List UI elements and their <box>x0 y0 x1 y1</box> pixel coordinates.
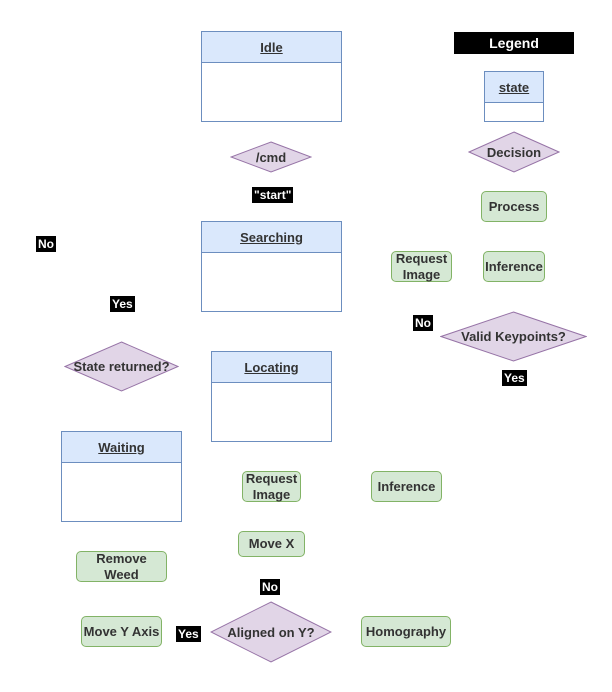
state-locating: Locating <box>211 351 332 442</box>
decision-aligned-y-label: Aligned on Y? <box>227 624 315 640</box>
state-idle: Idle <box>201 31 342 122</box>
process-request-image: Request Image <box>242 471 301 502</box>
state-waiting: Waiting <box>61 431 182 522</box>
decision-cmd-label: /cmd <box>255 149 287 165</box>
decision-state-returned-shape <box>64 341 179 392</box>
legend-state-title: state <box>485 72 543 103</box>
legend-state: state <box>484 71 544 122</box>
decision-aligned-y-shape <box>210 601 332 663</box>
legend-request-image: Request Image <box>391 251 452 282</box>
legend-inference: Inference <box>483 251 545 282</box>
legend-process: Process <box>481 191 547 222</box>
label-yes-aligned: Yes <box>176 626 201 642</box>
state-waiting-title: Waiting <box>62 432 181 463</box>
legend-valid-keypoints-label: Valid Keypoints? <box>461 329 566 344</box>
decision-state-returned-label: State returned? <box>73 359 170 374</box>
state-locating-title: Locating <box>212 352 331 383</box>
legend-label-yes: Yes <box>502 370 527 386</box>
state-searching: Searching <box>201 221 342 312</box>
legend-decision-label: Decision <box>486 144 542 160</box>
legend-decision: Decision <box>468 131 560 173</box>
legend-label-no: No <box>413 315 433 331</box>
label-yes-left: Yes <box>110 296 135 312</box>
process-move-y-axis: Move Y Axis <box>81 616 162 647</box>
process-inference: Inference <box>371 471 442 502</box>
decision-state-returned: State returned? <box>64 341 179 392</box>
state-searching-title: Searching <box>202 222 341 253</box>
legend-valid-keypoints-shape <box>440 311 587 362</box>
process-remove-weed: Remove Weed <box>76 551 167 582</box>
decision-cmd: /cmd <box>230 141 312 173</box>
decision-cmd-shape <box>230 141 312 173</box>
decision-aligned-y: Aligned on Y? <box>210 601 332 663</box>
label-no-center: No <box>260 579 280 595</box>
process-homography: Homography <box>361 616 451 647</box>
label-no-left: No <box>36 236 56 252</box>
legend-valid-keypoints: Valid Keypoints? <box>440 311 587 362</box>
label-start: "start" <box>252 187 294 203</box>
state-idle-title: Idle <box>202 32 341 63</box>
legend-decision-shape <box>468 131 560 173</box>
legend-title: Legend <box>454 32 574 54</box>
process-move-x: Move X <box>238 531 305 557</box>
